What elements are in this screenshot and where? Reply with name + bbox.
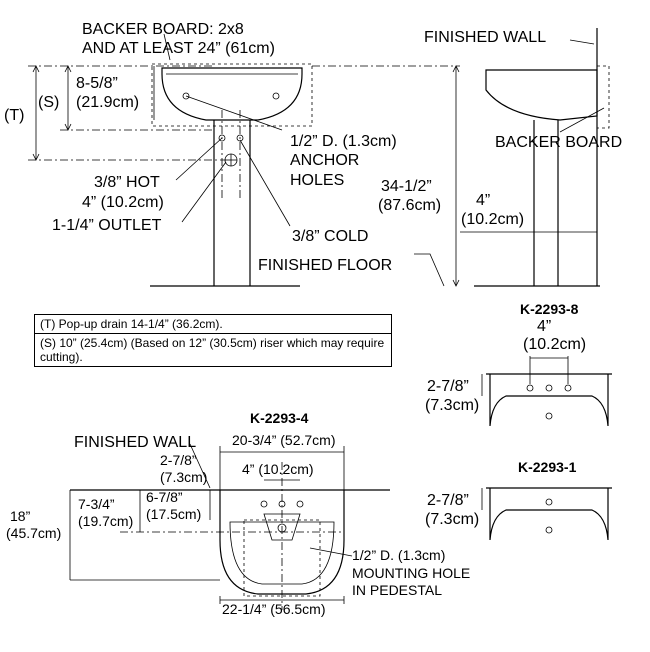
floor-height-cm: (87.6cm) xyxy=(378,197,441,214)
plan-faucet-deck xyxy=(263,513,301,541)
plan-wall-leader xyxy=(189,443,211,489)
k1-hole xyxy=(545,498,553,506)
hot-leader xyxy=(175,137,223,181)
cold-leader xyxy=(239,139,291,227)
t-arrows xyxy=(32,65,40,161)
plan-depth-in: 18” xyxy=(10,508,31,524)
profile-pedestal xyxy=(533,120,559,286)
plan-c-in: 6-7/8” xyxy=(146,489,183,505)
pedestal-front xyxy=(213,120,251,286)
k8-spread-in: 4” xyxy=(537,318,551,335)
hot-dim-label: 4” (10.2cm) xyxy=(82,194,164,211)
cold-label: 3/8” COLD xyxy=(292,228,368,245)
k1-drain xyxy=(545,526,553,534)
profile-backer-leader xyxy=(559,107,605,133)
plan-pedestal-hidden xyxy=(243,519,321,597)
k8-hole-left xyxy=(526,384,534,392)
profile-dim-cm: (10.2cm) xyxy=(461,211,524,228)
note-t: (T) Pop-up drain 14-1/4” (36.2cm). xyxy=(40,317,223,331)
side-profile: FINISHED WALL BACKER BOARD 4” (10.2cm) xyxy=(424,28,622,287)
plan-dim-a-in: 2-7/8” xyxy=(160,452,197,468)
t-label: (T) xyxy=(4,107,24,124)
hot-label: 3/8” HOT xyxy=(94,174,160,191)
k8-basin xyxy=(486,373,612,427)
floor-height-arrows xyxy=(452,65,460,287)
plan-hole-right xyxy=(296,500,304,508)
profile-backer-board: BACKER BOARD xyxy=(495,134,622,151)
profile-wall-leader xyxy=(569,39,595,45)
k1-title: K-2293-1 xyxy=(518,459,577,475)
profile-dim-in: 4” xyxy=(476,192,490,209)
plan-width-label: 20-3/4” (52.7cm) xyxy=(232,432,335,448)
basin-height-in: 8-5/8” xyxy=(76,75,118,92)
k1-dim-in: 2-7/8” xyxy=(427,492,469,509)
finished-floor-label: FINISHED FLOOR xyxy=(258,257,392,274)
plan-mount-3: IN PEDESTAL xyxy=(352,582,442,598)
top-view: K-2293-4 FINISHED WALL 20-3/4” (52.7cm) … xyxy=(6,410,470,617)
plan-title: K-2293-4 xyxy=(250,410,309,426)
anchor-leader xyxy=(185,95,283,131)
anchor-label-1: 1/2” D. (1.3cm) xyxy=(290,133,397,150)
k8-hole-right xyxy=(564,384,572,392)
k2293-8-view: K-2293-8 4” (10.2cm) 2-7/8” (7.3cm) xyxy=(425,301,612,427)
plan-spread-label: 4” (10.2cm) xyxy=(242,461,314,477)
s-arrows xyxy=(64,65,72,131)
plan-hole-left xyxy=(260,500,268,508)
k8-drain xyxy=(545,412,553,420)
floor-leader xyxy=(414,253,445,287)
k1-basin xyxy=(486,487,612,541)
k8-hole-center xyxy=(545,384,553,392)
plan-dim-a-cm: (7.3cm) xyxy=(160,469,207,485)
basin-front xyxy=(161,67,303,121)
plan-bowl xyxy=(229,521,335,585)
anchor-hole-right xyxy=(272,92,280,100)
s-label: (S) xyxy=(38,94,59,111)
plan-mount-leader xyxy=(309,547,353,557)
backer-board-label-2: AND AT LEAST 24” (61cm) xyxy=(82,40,275,57)
plan-c-cm: (17.5cm) xyxy=(146,506,201,522)
profile-backer xyxy=(596,65,610,129)
plan-base-width: 22-1/4” (56.5cm) xyxy=(222,601,325,617)
anchor-label-2: ANCHOR xyxy=(290,152,359,169)
notes-box: (T) Pop-up drain 14-1/4” (36.2cm). (S) 1… xyxy=(34,314,392,367)
floor-height-in: 34-1/2” xyxy=(381,178,432,195)
outlet-leader xyxy=(181,161,227,223)
backer-board-label-1: BACKER BOARD: 2x8 xyxy=(82,21,244,38)
plan-depth-cm: (45.7cm) xyxy=(6,525,61,541)
plan-mount-1: 1/2” D. (1.3cm) xyxy=(352,547,445,563)
backer-board-outline xyxy=(151,63,313,127)
outlet-label: 1-1/4” OUTLET xyxy=(52,217,162,234)
plan-b-in: 7-3/4” xyxy=(78,496,115,512)
basin-height-cm: (21.9cm) xyxy=(76,94,139,111)
profile-finished-wall: FINISHED WALL xyxy=(424,29,546,46)
profile-basin xyxy=(485,69,598,121)
front-elevation: BACKER BOARD: 2x8 AND AT LEAST 24” (61cm… xyxy=(4,21,460,287)
plan-b-cm: (19.7cm) xyxy=(78,513,133,529)
note-s: (S) 10” (25.4cm) (Based on 12” (30.5cm) … xyxy=(35,333,391,366)
k8-title: K-2293-8 xyxy=(520,301,579,317)
plan-mount-2: MOUNTING HOLE xyxy=(352,565,470,581)
plan-finished-wall-label: FINISHED WALL xyxy=(74,434,196,451)
k8-dim-cm: (7.3cm) xyxy=(425,397,479,414)
backer-leader xyxy=(163,33,171,61)
cold-supply-symbol xyxy=(236,134,244,142)
k2293-1-view: K-2293-1 2-7/8” (7.3cm) xyxy=(425,459,612,541)
anchor-hole-left xyxy=(182,92,190,100)
k8-spread-cm: (10.2cm) xyxy=(523,336,586,353)
anchor-label-3: HOLES xyxy=(290,172,344,189)
k8-dim-in: 2-7/8” xyxy=(427,378,469,395)
hot-supply-symbol xyxy=(218,134,226,142)
k1-dim-cm: (7.3cm) xyxy=(425,511,479,528)
